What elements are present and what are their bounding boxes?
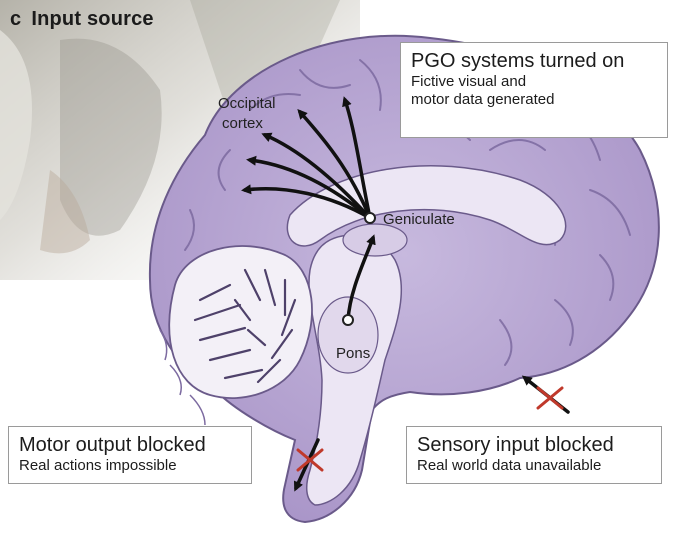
occipital-label-line1: Occipital: [218, 95, 276, 112]
sensory-callout: Sensory input blocked Real world data un…: [406, 426, 662, 484]
sensory-blocked-arrow: [525, 378, 568, 412]
geniculate-marker: [365, 213, 375, 223]
motor-callout-line1: Real actions impossible: [19, 457, 241, 475]
pons-marker: [343, 315, 353, 325]
geniculate-label: Geniculate: [383, 211, 455, 228]
sensory-callout-heading: Sensory input blocked: [417, 433, 651, 457]
pons-label: Pons: [336, 345, 370, 362]
blocked-x-icon: [538, 388, 562, 408]
pgo-callout: PGO systems turned on Fictive visual and…: [400, 42, 668, 138]
pgo-callout-line2: motor data generated: [411, 91, 657, 109]
pgo-callout-line1: Fictive visual and: [411, 73, 657, 91]
panel-title: c Input source: [10, 8, 154, 31]
pgo-callout-heading: PGO systems turned on: [411, 49, 657, 73]
panel-title-text: Input source: [31, 8, 153, 30]
motor-callout: Motor output blocked Real actions imposs…: [8, 426, 252, 484]
sensory-callout-line1: Real world data unavailable: [417, 457, 651, 475]
motor-callout-heading: Motor output blocked: [19, 433, 241, 457]
occipital-label-line2: cortex: [222, 115, 263, 132]
panel-letter: c: [10, 8, 21, 30]
